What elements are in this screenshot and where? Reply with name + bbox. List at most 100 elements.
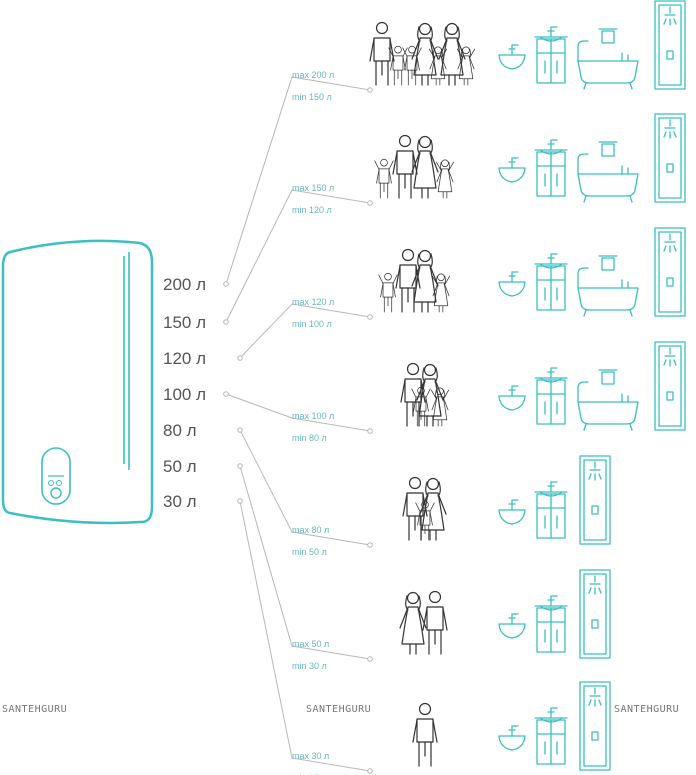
shower-cabin-icon xyxy=(579,569,611,659)
man-icon xyxy=(412,702,438,767)
connector-line xyxy=(239,465,371,660)
connector-dot xyxy=(223,319,229,325)
man-icon xyxy=(369,21,395,86)
girl-icon xyxy=(456,46,476,86)
woman-icon xyxy=(399,591,427,655)
min-volume-label: min 120 л xyxy=(292,205,332,215)
bathtub-icon xyxy=(577,369,639,431)
min-volume-label: min 150 л xyxy=(292,92,332,102)
girl-icon xyxy=(428,46,448,86)
woman-icon xyxy=(419,477,447,541)
heater-indicator xyxy=(48,480,54,486)
connector-dot xyxy=(367,656,373,662)
connector-line xyxy=(239,429,371,546)
vanity-icon xyxy=(534,367,568,425)
min-volume-label: min 50 л xyxy=(292,547,327,557)
water-heater-illustration xyxy=(1,239,154,525)
max-volume-label: max 100 л xyxy=(292,411,334,421)
vanity-icon xyxy=(534,481,568,539)
bathtub-icon xyxy=(577,28,639,90)
girl-icon xyxy=(435,159,455,199)
man-icon xyxy=(395,248,421,313)
sink-icon xyxy=(498,613,526,639)
heater-indicator xyxy=(56,480,62,486)
volume-label: 200 л xyxy=(163,275,206,294)
woman-icon xyxy=(438,22,466,86)
vanity-icon xyxy=(534,253,568,311)
watermark-text: SANTEHGURU xyxy=(614,704,679,715)
shower-cabin-icon xyxy=(654,341,686,431)
max-volume-label: max 30 л xyxy=(292,751,329,761)
max-volume-label: max 200 л xyxy=(292,70,334,80)
min-volume-label: min 30 л xyxy=(292,661,327,671)
connector-dot xyxy=(237,463,243,469)
connector-dot xyxy=(237,498,243,504)
heater-knob xyxy=(50,487,62,499)
sink-icon xyxy=(498,499,526,525)
girl-icon xyxy=(431,273,451,313)
connector-line xyxy=(239,500,371,772)
man-icon xyxy=(402,476,428,541)
connector-dot xyxy=(237,427,243,433)
connector-dot xyxy=(367,428,373,434)
shower-cabin-icon xyxy=(654,227,686,317)
connector-dot xyxy=(367,768,373,774)
usage-row: max 200 л min 150 л xyxy=(292,0,686,102)
shower-cabin-icon xyxy=(654,0,686,90)
connector-dot xyxy=(367,200,373,206)
connector-line xyxy=(225,393,371,432)
min-volume-label: min 10 л xyxy=(292,773,327,775)
connector-lines xyxy=(223,76,373,774)
connector-dot xyxy=(367,87,373,93)
connector-dot xyxy=(223,281,229,287)
connector-dot xyxy=(367,542,373,548)
sink-icon xyxy=(498,725,526,751)
volume-label: 120 л xyxy=(163,349,206,368)
usage-row: max 50 л min 30 л xyxy=(292,569,611,671)
sink-icon xyxy=(498,44,526,70)
heater-body xyxy=(1,239,154,525)
bathtub-icon xyxy=(577,141,639,203)
volume-label: 80 л xyxy=(163,421,197,440)
connector-dot xyxy=(223,391,229,397)
shower-cabin-icon xyxy=(654,113,686,203)
connector-line xyxy=(239,303,371,359)
connector-line xyxy=(225,76,371,285)
boy-icon xyxy=(411,386,431,427)
boy-icon xyxy=(374,158,394,199)
woman-icon xyxy=(411,249,439,313)
max-volume-label: max 50 л xyxy=(292,639,329,649)
usage-row: max 150 л min 120 л xyxy=(292,113,686,215)
sink-icon xyxy=(498,271,526,297)
sink-icon xyxy=(498,385,526,411)
connector-dot xyxy=(237,355,243,361)
watermark-text: SANTEHGURU xyxy=(2,704,67,715)
boy-icon xyxy=(415,500,435,541)
man-icon xyxy=(400,362,426,427)
boy-icon xyxy=(378,272,398,313)
volume-label: 50 л xyxy=(163,457,197,476)
vanity-icon xyxy=(534,707,568,765)
connector-line xyxy=(225,189,371,323)
vanity-icon xyxy=(534,139,568,197)
shower-cabin-icon xyxy=(579,681,611,771)
connector-dot xyxy=(367,314,373,320)
max-volume-label: max 80 л xyxy=(292,525,329,535)
usage-row: max 80 л min 50 л xyxy=(292,455,611,557)
usage-row: max 100 л min 80 л xyxy=(292,341,686,443)
volume-label: 30 л xyxy=(163,492,197,511)
vanity-icon xyxy=(534,595,568,653)
heater-control-panel xyxy=(41,447,71,505)
min-volume-label: min 80 л xyxy=(292,433,327,443)
min-volume-label: min 100 л xyxy=(292,319,332,329)
shower-cabin-icon xyxy=(579,455,611,545)
usage-row: max 30 л min 10 л xyxy=(292,681,611,775)
girl-icon xyxy=(430,387,450,427)
watermark-text: SANTEHGURU xyxy=(306,704,371,715)
max-volume-label: max 150 л xyxy=(292,183,334,193)
bathtub-icon xyxy=(577,255,639,317)
volume-label: 100 л xyxy=(163,385,206,404)
